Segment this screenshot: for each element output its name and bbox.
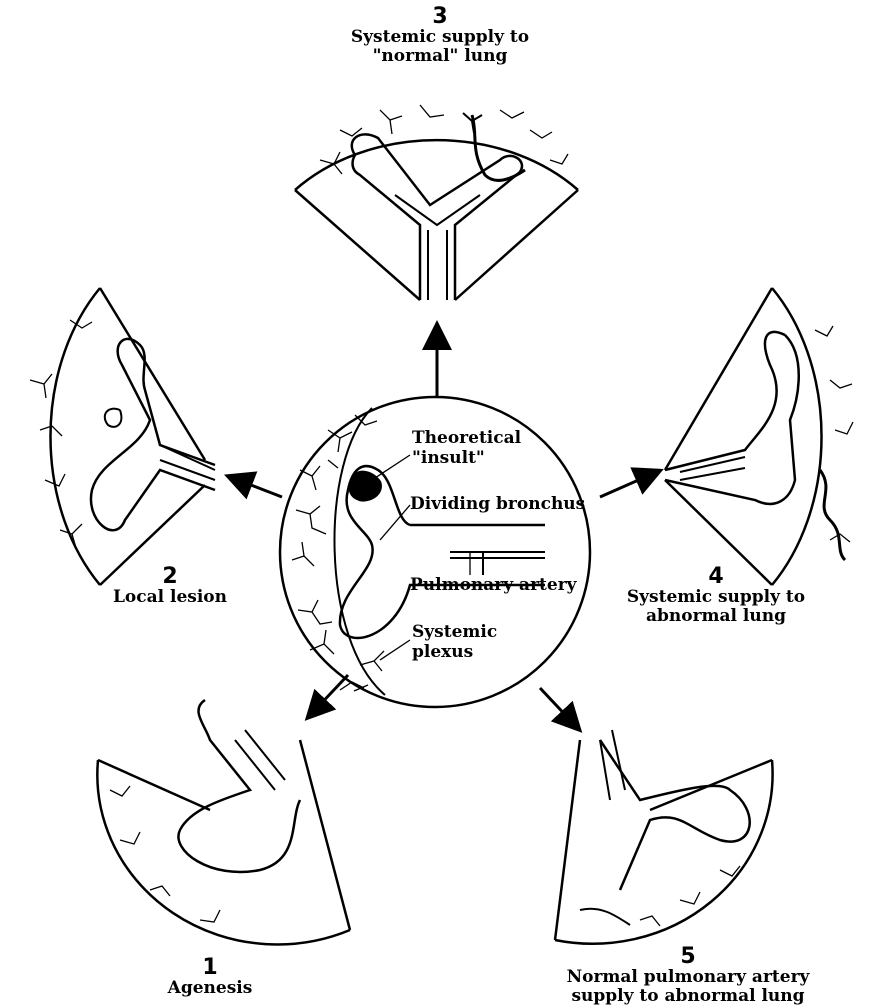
label-3: 3 Systemic supply to "normal" lung [315,6,565,66]
label-artery: Pulmonary artery [410,575,577,595]
label-4: 4 Systemic supply to abnormal lung [612,566,820,626]
arrow-down-right [540,688,572,722]
label-3-number: 3 [315,6,565,28]
label-insult-line-2: "insult" [412,448,485,468]
label-plexus-line-1: Systemic [412,622,497,642]
label-plexus: Systemic plexus [412,622,497,662]
label-1: 1 Agenesis [135,957,285,998]
label-4-number: 4 [612,566,820,588]
label-5-number: 5 [528,946,848,968]
label-1-number: 1 [135,957,285,979]
label-5: 5 Normal pulmonary artery supply to abno… [528,946,848,1006]
label-insult-line-1: Theoretical [412,428,521,448]
arrow-right [600,475,650,497]
label-2-line-1: Local lesion [90,588,250,607]
label-2-number: 2 [90,566,250,588]
arrow-left [238,480,282,497]
label-bronchus: Dividing bronchus [410,494,585,514]
label-plexus-line-2: plexus [412,642,473,662]
label-4-line-2: abnormal lung [612,607,820,626]
label-2: 2 Local lesion [90,566,250,607]
label-3-line-1: Systemic supply to [315,28,565,47]
lobe-2 [30,288,215,585]
arrow-down-left [315,675,348,710]
label-1-line-1: Agenesis [135,979,285,998]
label-3-line-2: "normal" lung [315,47,565,66]
lobe-5 [555,730,773,944]
lobe-4 [665,288,853,585]
lobe-1 [97,700,350,944]
lobe-3 [295,105,578,300]
label-4-line-1: Systemic supply to [612,588,820,607]
label-insult: Theoretical "insult" [412,428,521,468]
label-5-line-1: Normal pulmonary artery [528,968,848,987]
label-5-line-2: supply to abnormal lung [528,987,848,1006]
